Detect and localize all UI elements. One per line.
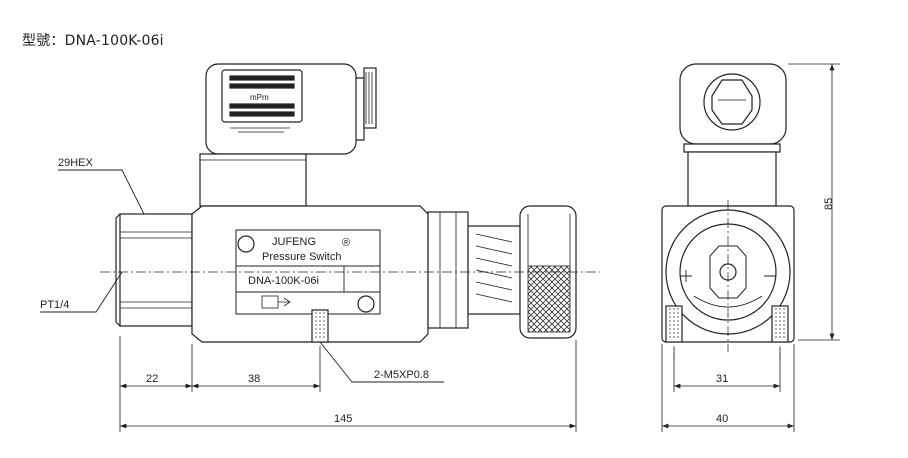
dim-145: 145 [334,413,352,425]
front-labels: JUFENG ® Pressure Switch DNA-100K-06i 29… [40,157,444,383]
brand-label: JUFENG [272,236,316,248]
side-view [661,63,795,360]
dim-40: 40 [716,413,728,425]
connector-mark: mPm [250,93,269,102]
dim-22: 22 [146,373,158,385]
front-view: mPm [100,63,600,343]
registered-mark: ® [342,237,350,249]
product-label: Pressure Switch [262,251,341,263]
port-label: 2-M5XP0.8 [374,369,429,381]
dim-31: 31 [716,373,728,385]
hex-fitting [115,213,193,327]
adjust-collar [427,205,577,339]
side-dimensions [661,63,840,432]
dim-38: 38 [248,373,260,385]
dim-85: 85 [823,198,835,210]
thread-label: PT1/4 [40,299,69,311]
main-body [191,205,429,343]
model-title: 型號：DNA-100K-06i [22,33,164,49]
din-connector: mPm [199,63,377,207]
hex-label: 29HEX [58,157,94,169]
front-dimensions [119,336,577,432]
model-plate: DNA-100K-06i [248,275,319,287]
